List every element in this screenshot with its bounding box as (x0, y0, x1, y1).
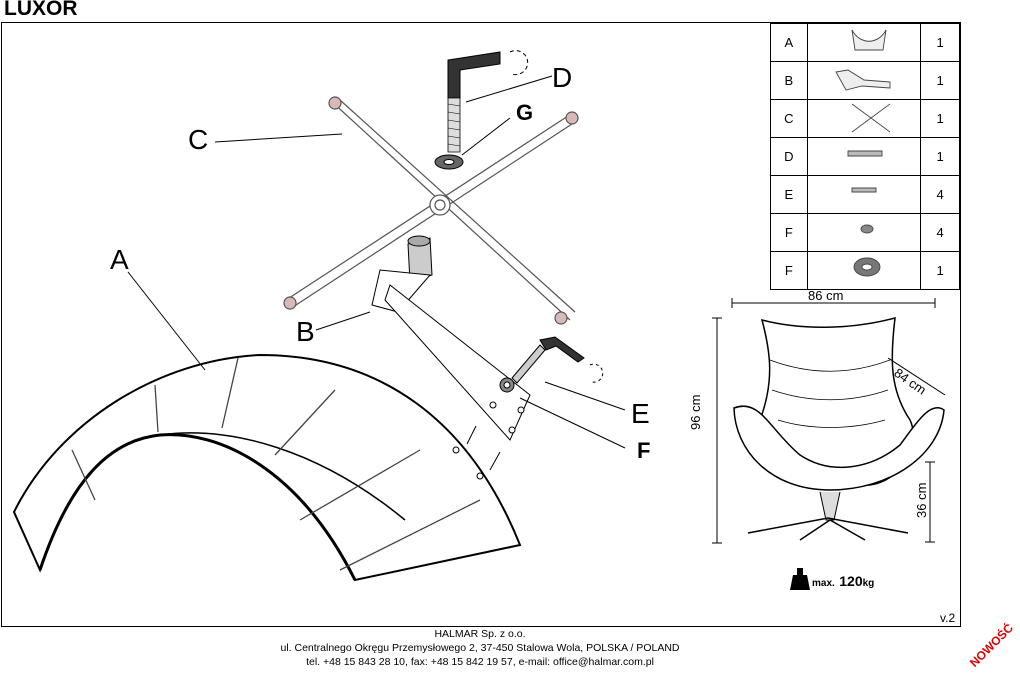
callout-g: G (516, 100, 534, 125)
callout-f: F (637, 438, 651, 463)
footer-company: HALMAR Sp. z o.o. (434, 628, 526, 640)
drawing-frame (1, 22, 961, 627)
footer-address: ul. Centralnego Okręgu Przemysłowego 2, … (280, 642, 680, 654)
star-base-drawing (283, 96, 579, 325)
version-label: v.2 (940, 611, 956, 625)
chair-dimension-drawing (712, 298, 946, 544)
max-load: max. 120kg (812, 573, 874, 591)
callout-a: A (110, 244, 129, 275)
seat-height-dimension: 36 cm (914, 482, 929, 518)
short-bolt-icon (806, 175, 922, 214)
footer-contact: tel. +48 15 843 28 10, fax: +48 15 842 1… (306, 656, 654, 668)
weight-icon (790, 568, 810, 590)
bolt-d-drawing (434, 50, 529, 170)
height-dimension: 96 cm (688, 394, 703, 430)
max-load-prefix: max. (812, 578, 835, 589)
width-dimension: 86 cm (808, 288, 844, 303)
base-column-icon (806, 61, 922, 100)
product-title: LUXOR (4, 0, 78, 20)
seat-shell-drawing (12, 353, 522, 582)
large-washer-icon (806, 251, 922, 290)
max-load-value: 120 (839, 573, 863, 589)
star-base-icon (806, 99, 922, 138)
small-washer-icon (806, 213, 922, 252)
callout-e: E (631, 398, 650, 429)
callout-d: D (552, 62, 573, 93)
seat-shell-icon (806, 23, 922, 62)
leader-lines (127, 75, 626, 449)
long-bolt-icon (806, 137, 922, 176)
max-load-unit: kg (862, 578, 875, 589)
callout-c: C (188, 124, 209, 155)
base-column-drawing (371, 235, 604, 441)
callout-b: B (296, 316, 315, 347)
